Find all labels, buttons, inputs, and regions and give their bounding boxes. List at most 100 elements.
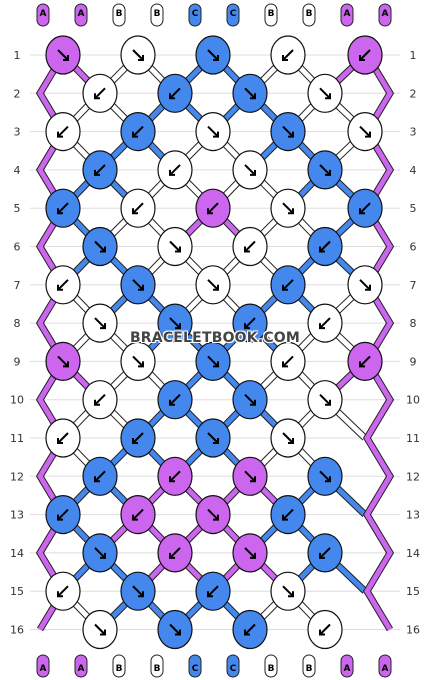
arrow-down-right-icon [282, 432, 294, 444]
arrow-down-left-icon [319, 547, 331, 559]
row-number: 6 [410, 241, 417, 254]
knot [45, 265, 81, 305]
arrow-head-icon [213, 361, 219, 368]
strand-end [378, 654, 392, 678]
strand-label: A [382, 9, 389, 19]
row-number: 11 [10, 432, 24, 445]
row-number: 16 [406, 624, 420, 637]
knot [232, 303, 268, 343]
knot [232, 456, 268, 496]
arrow-down-left-icon [94, 87, 106, 100]
knot [45, 494, 81, 535]
arrow-down-left-icon [132, 202, 144, 214]
arrow-head-icon [250, 552, 256, 559]
strand-end [226, 3, 240, 27]
strand-end [340, 654, 354, 678]
arrow-head-icon [94, 476, 100, 483]
arrow-down-left-icon [132, 432, 144, 444]
arrow-head-icon [132, 131, 138, 138]
arrow-down-right-icon [169, 623, 181, 636]
strand-end [112, 654, 126, 678]
row-number: 8 [14, 317, 21, 330]
strand-end [112, 3, 126, 27]
knot [45, 571, 81, 611]
arrow-down-right-icon [94, 547, 106, 559]
knot [157, 609, 193, 650]
strand-end [150, 654, 164, 678]
edge-strand [37, 53, 66, 631]
knot [195, 494, 231, 535]
arrow-down-left-icon [57, 508, 69, 521]
arrow-down-right-icon [57, 49, 69, 61]
arrow-down-right-icon [319, 393, 331, 406]
arrow-down-right-icon [207, 355, 219, 368]
arrow-head-icon [138, 284, 144, 291]
knot [307, 303, 343, 343]
knot [157, 150, 193, 190]
knot [307, 380, 343, 420]
strand-label: B [268, 9, 275, 19]
arrow-down-left-icon [169, 87, 181, 100]
arrow-head-icon [94, 169, 100, 176]
arrow-head-icon [250, 93, 256, 100]
arrow-down-right-icon [169, 240, 181, 253]
strand-end [36, 3, 50, 27]
strand-label: C [230, 664, 237, 674]
knot [82, 456, 118, 496]
strand-end [264, 3, 278, 27]
knot [195, 341, 231, 381]
arrow-head-icon [169, 476, 175, 483]
strand-label: A [344, 9, 351, 19]
arrow-head-icon [169, 399, 175, 406]
row-number: 14 [406, 547, 420, 560]
knot [82, 533, 118, 573]
arrow-down-right-icon [132, 585, 144, 597]
row-number: 2 [14, 87, 21, 100]
strand-label: A [344, 664, 351, 674]
arrow-down-right-icon [207, 432, 219, 444]
row-number: 10 [10, 394, 24, 407]
knot [120, 341, 156, 381]
strand-label: A [40, 9, 47, 19]
arrow-head-icon [244, 246, 250, 253]
arrow-head-icon [319, 323, 325, 330]
strand-label: A [78, 664, 85, 674]
knot [307, 226, 343, 267]
strand-end [302, 654, 316, 678]
arrow-down-left-icon [319, 317, 331, 329]
row-number: 4 [14, 164, 21, 177]
knot [157, 380, 193, 420]
arrow-down-right-icon [132, 355, 144, 368]
knot [270, 265, 306, 305]
arrow-down-left-icon [94, 393, 106, 406]
knot [195, 571, 231, 611]
arrow-head-icon [63, 55, 69, 61]
arrow-head-icon [325, 399, 331, 406]
arrow-down-left-icon [57, 585, 69, 597]
watermark: BRACELETBOOK.COM [129, 330, 301, 346]
arrow-head-icon [325, 169, 331, 176]
strand-end [188, 3, 202, 27]
knot [82, 226, 118, 267]
arrow-head-icon [213, 284, 219, 291]
knot [270, 112, 306, 152]
knot [157, 226, 193, 267]
row-number: 3 [14, 126, 21, 139]
arrow-head-icon [244, 323, 250, 330]
strand-end [74, 3, 88, 27]
strand-label: B [306, 9, 313, 19]
arrow-down-right-icon [319, 470, 331, 483]
knot [45, 188, 81, 228]
arrow-down-right-icon [359, 279, 371, 291]
arrow-head-icon [288, 131, 294, 138]
knot [120, 571, 156, 611]
knot [45, 112, 81, 152]
arrow-down-right-icon [244, 547, 256, 559]
strand-end [150, 3, 164, 27]
arrow-head-icon [288, 591, 294, 598]
knot [347, 188, 383, 228]
arrow-down-right-icon [282, 202, 294, 214]
arrow-down-left-icon [169, 470, 181, 483]
arrow-head-icon [282, 284, 288, 291]
arrow-head-icon [100, 552, 106, 559]
